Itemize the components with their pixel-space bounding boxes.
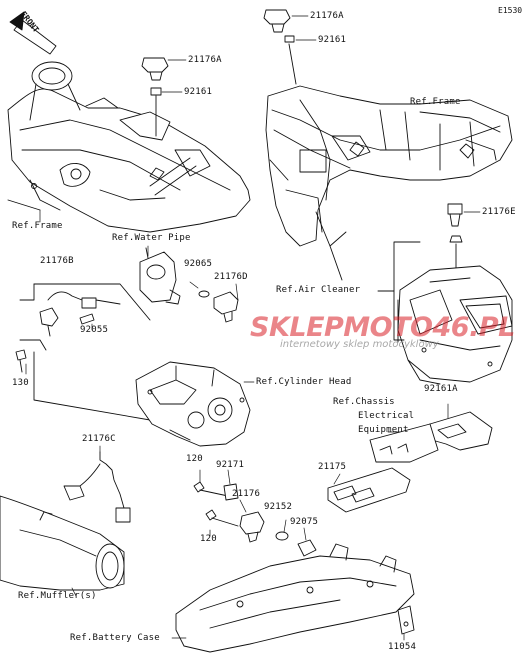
- ref-frame-left: Ref.Frame: [12, 221, 63, 231]
- part-21176E: 21176E: [482, 207, 516, 217]
- part-120-a: 120: [186, 454, 203, 464]
- part-92161-left: 92161: [184, 87, 213, 97]
- ref-cylinder-head: Ref.Cylinder Head: [256, 377, 352, 387]
- part-92152: 92152: [264, 502, 293, 512]
- part-92065: 92065: [184, 259, 213, 269]
- frame-right-drawing: [265, 85, 513, 281]
- watermark-subtext: internetowy sklep motocyklowy: [280, 339, 439, 350]
- air-cleaner-drawing: [397, 265, 513, 385]
- part-21176C: 21176C: [82, 434, 116, 444]
- ref-air-cleaner: Ref.Air Cleaner: [276, 285, 361, 295]
- sensor-21176A-left: [141, 57, 169, 137]
- ref-chassis-line1: Ref.Chassis: [333, 397, 395, 407]
- ref-chassis-line3: Equipment: [358, 425, 409, 435]
- bolt-130: [15, 349, 27, 373]
- part-21175: 21175: [318, 462, 347, 472]
- front-arrow: [9, 11, 57, 55]
- bracket-92161A: [369, 411, 493, 463]
- bolt-120-b: [205, 509, 239, 527]
- grommet-92075: [297, 539, 317, 557]
- ecu-21175: [327, 467, 411, 513]
- muffler-drawing: [0, 495, 125, 591]
- sensor-21176B: [19, 283, 151, 351]
- water-pipe-drawing: [139, 247, 181, 305]
- part-21176A-left: 21176A: [188, 55, 222, 65]
- ref-muffler: Ref.Muffler(s): [18, 591, 97, 601]
- ref-frame-right: Ref.Frame: [410, 97, 461, 107]
- part-21176D: 21176D: [214, 272, 248, 282]
- sensor-21176: [239, 511, 265, 543]
- cylinder-head-drawing: [135, 361, 251, 447]
- part-21176A-top: 21176A: [310, 11, 344, 21]
- part-92055: 92055: [80, 325, 109, 335]
- sensor-21176C: [63, 451, 131, 523]
- ref-battery-case: Ref.Battery Case: [70, 633, 160, 643]
- ref-chassis-line2: Electrical: [358, 411, 415, 421]
- part-92161-top: 92161: [318, 35, 347, 45]
- bolt-92055: [79, 313, 95, 325]
- part-92075: 92075: [290, 517, 319, 527]
- part-120-b: 120: [200, 534, 217, 544]
- leader-lines: [25, 15, 481, 641]
- part-92171: 92171: [216, 460, 245, 470]
- sensor-21176D: [198, 290, 239, 323]
- air-cleaner-leader: [377, 241, 421, 292]
- sensor-21176E: [447, 203, 463, 281]
- part-21176: 21176: [232, 489, 261, 499]
- part-130: 130: [12, 378, 29, 388]
- part-21176B: 21176B: [40, 256, 74, 266]
- part-11054: 11054: [388, 642, 417, 652]
- cylinder-head-leader: [33, 351, 151, 421]
- bolt-120-a: [193, 481, 229, 497]
- sensor-21176A-top: [263, 9, 297, 85]
- washer-92152: [275, 531, 289, 541]
- frame-left-drawing: [7, 61, 251, 233]
- bracket-11054: [397, 605, 415, 635]
- part-92161A: 92161A: [424, 384, 458, 394]
- watermark-logo: SKLEPMOTO46.PL: [250, 312, 515, 343]
- clamp-92171: [223, 483, 239, 501]
- battery-case-drawing: [175, 543, 415, 653]
- diagram-code: E1530: [498, 6, 523, 15]
- ref-water-pipe: Ref.Water Pipe: [112, 233, 191, 243]
